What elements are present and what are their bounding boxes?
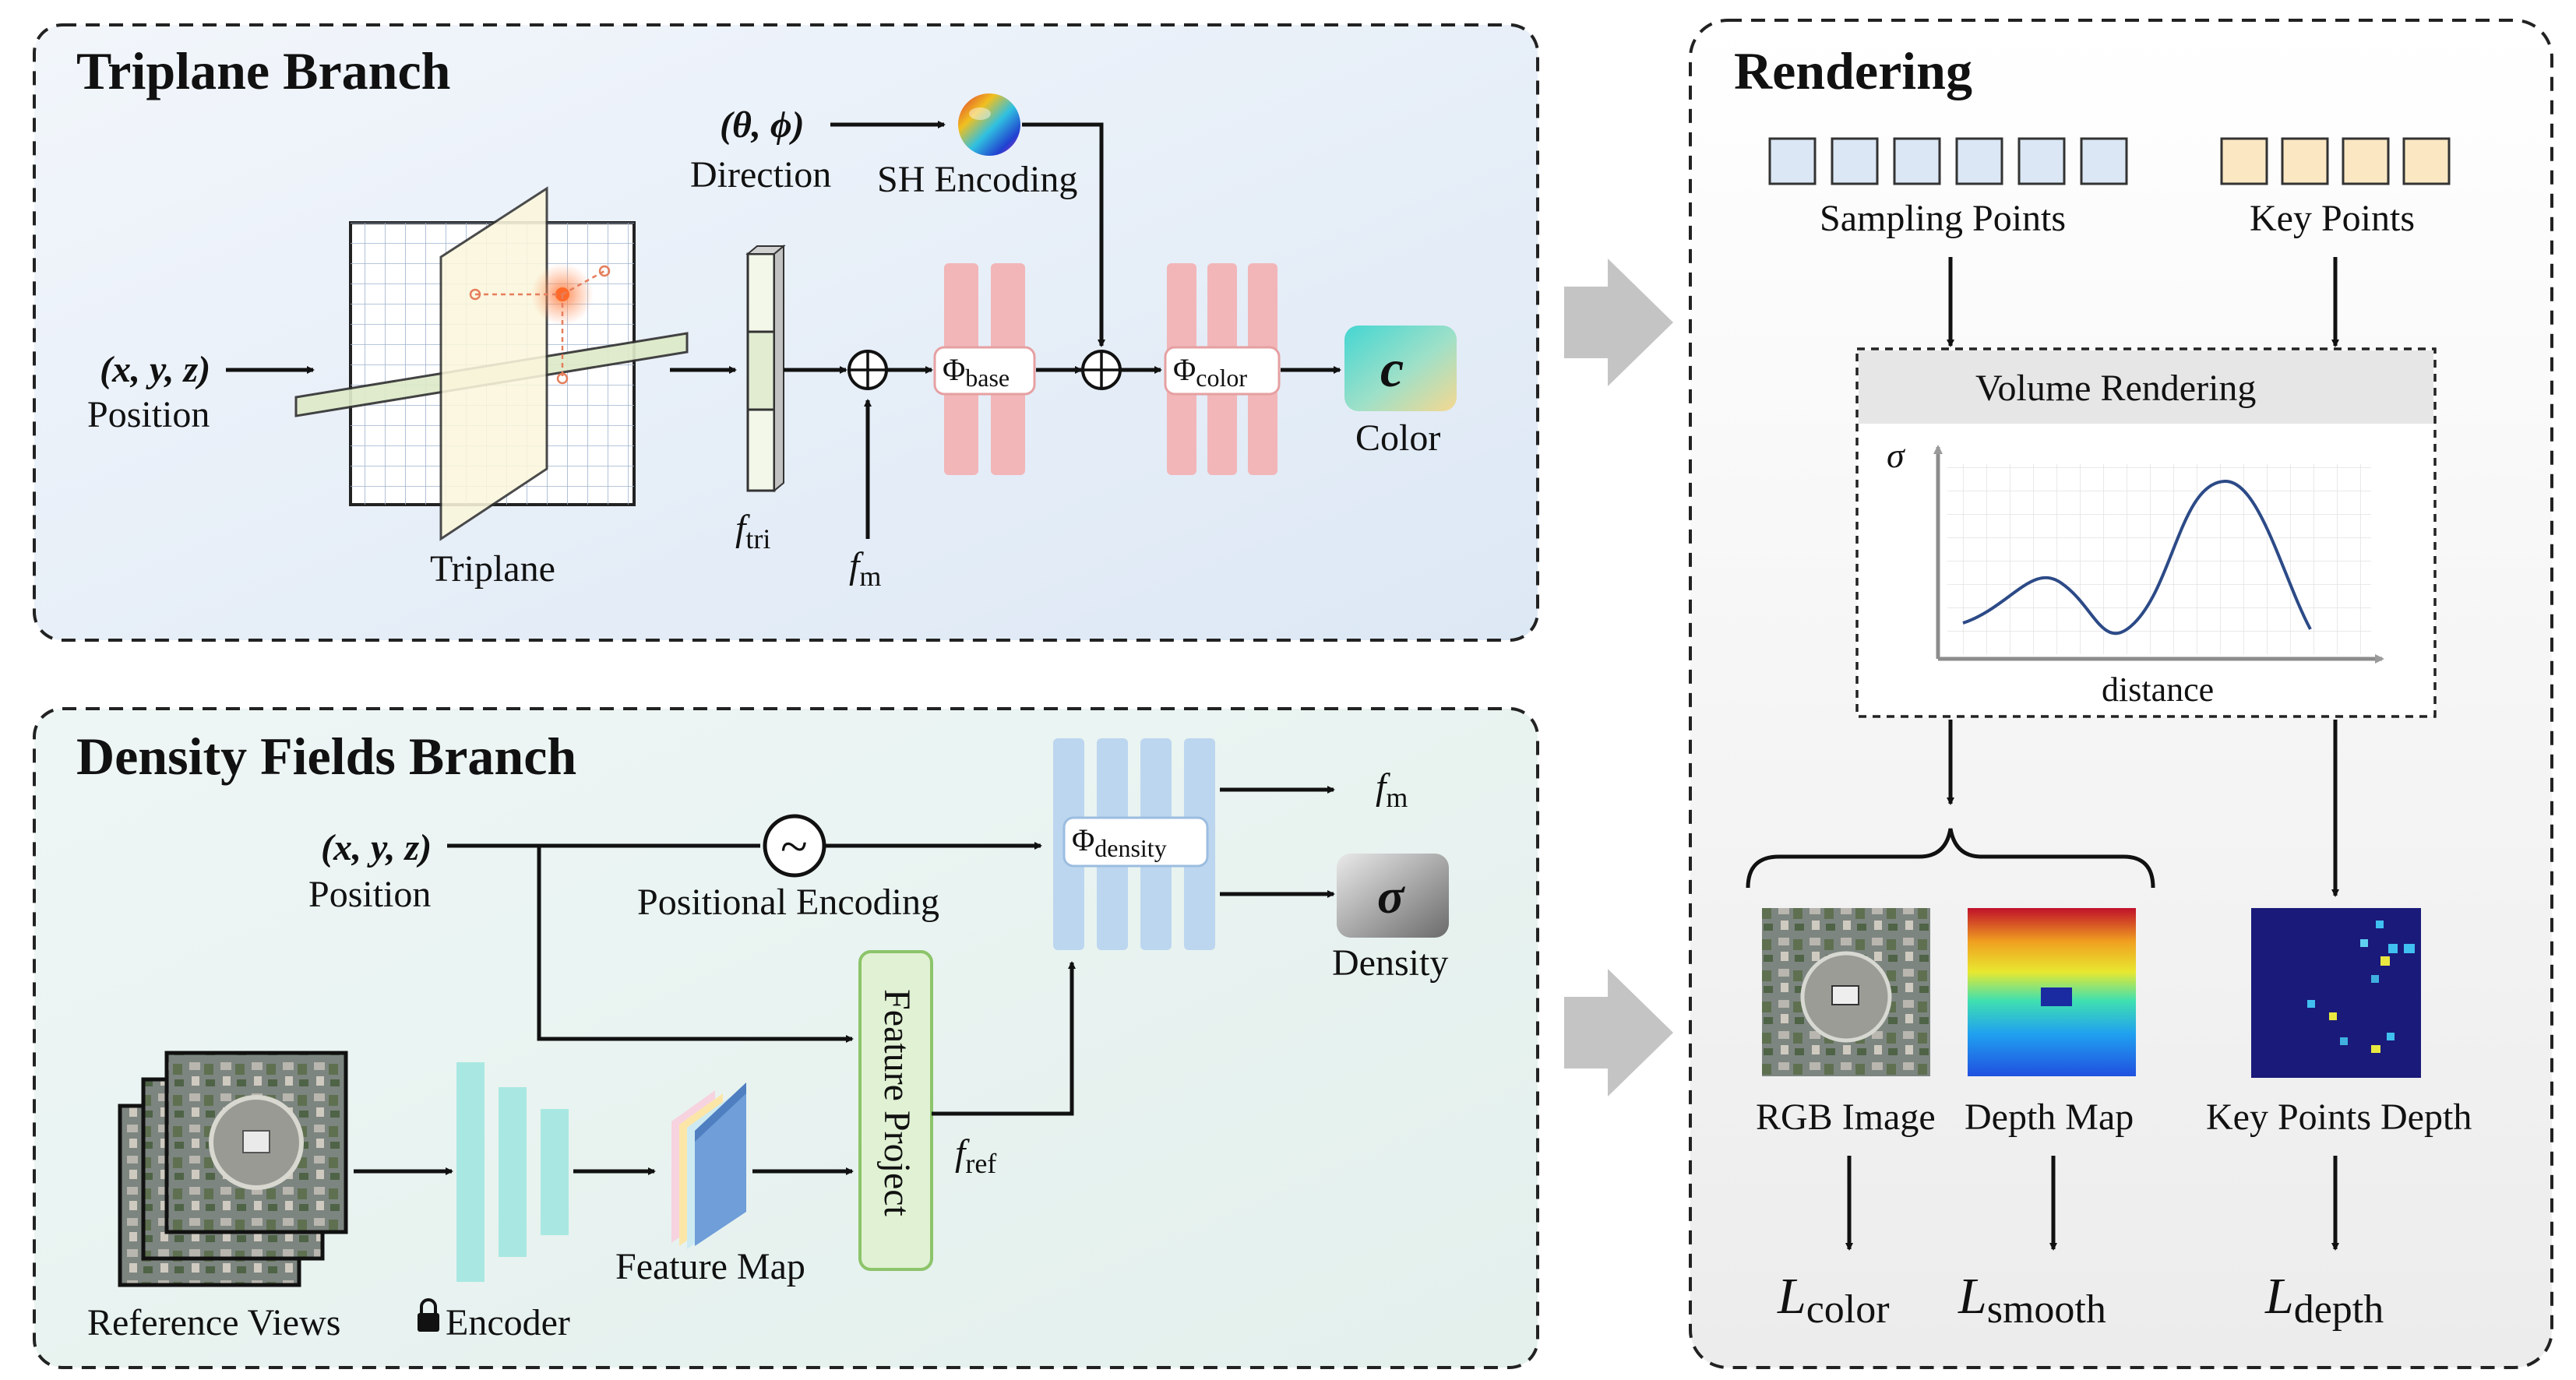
loss-color: Lcolor xyxy=(1777,1268,1890,1332)
density-position-coords: (x, y, z) xyxy=(321,827,432,868)
direction-coords: (θ, ϕ) xyxy=(720,104,805,146)
arrow-project-to-phidensity xyxy=(932,961,1076,1116)
sampling-points xyxy=(1768,137,2128,185)
triplane-graphic xyxy=(294,186,689,541)
reference-views-label: Reference Views xyxy=(87,1302,340,1343)
key-points-depth-image xyxy=(2251,908,2421,1078)
rendering-panel: Rendering Sampling Points Key Points Vol… xyxy=(1689,19,2553,1369)
rendering-title: Rendering xyxy=(1734,41,1972,100)
arrow-position-to-feature-project xyxy=(537,846,854,1043)
positional-encoding-label: Positional Encoding xyxy=(637,882,939,923)
feature-map-stack xyxy=(671,1083,746,1249)
gray-arrow-top xyxy=(1564,259,1673,386)
density-curve xyxy=(1962,479,2312,635)
phi-density-mlp: Φdensity xyxy=(1053,738,1215,950)
rgb-image-label: RGB Image xyxy=(1756,1097,1936,1138)
color-label: Color xyxy=(1355,417,1440,459)
volume-rendering-label: Volume Rendering xyxy=(1975,368,2256,409)
triplane-label: Triplane xyxy=(430,548,555,590)
loss-depth: Ldepth xyxy=(2264,1268,2384,1332)
sh-encoding-label: SH Encoding xyxy=(877,159,1077,200)
phi-density-label: Φdensity xyxy=(1072,822,1167,862)
density-branch-title: Density Fields Branch xyxy=(76,727,576,786)
positional-encoding-symbol: ~ xyxy=(781,818,808,874)
lock-icon xyxy=(418,1298,439,1332)
ftri-feature-vector xyxy=(745,244,786,493)
direction-label: Direction xyxy=(690,154,831,195)
sigma-output-box xyxy=(1337,854,1449,938)
triplane-position-coords: (x, y, z) xyxy=(100,349,210,390)
rgb-image xyxy=(1762,908,1930,1076)
gray-arrow-bottom xyxy=(1564,969,1673,1097)
triplane-branch-panel: Triplane Branch (x, y, z) Position Tripl… xyxy=(33,23,1539,642)
sigma-axis-label: σ xyxy=(1887,435,1906,475)
feature-project-box xyxy=(858,950,933,1271)
feature-map-label: Feature Map xyxy=(615,1246,805,1287)
volume-rendering-header xyxy=(1859,350,2433,424)
color-symbol: c xyxy=(1380,339,1404,398)
encoder-block xyxy=(456,1062,569,1282)
sum-node-2 xyxy=(1081,350,1122,390)
arrow-sh-to-sum2 xyxy=(1022,122,1105,347)
phi-color-label: Φcolor xyxy=(1173,352,1247,392)
brace xyxy=(1746,828,2155,889)
loss-smooth: Lsmooth xyxy=(1958,1268,2106,1332)
encoder-label: Encoder xyxy=(446,1302,570,1343)
phi-base-mlp: Φbase xyxy=(933,263,1036,475)
distance-axis-label: distance xyxy=(2102,671,2214,709)
sigma-symbol: σ xyxy=(1377,868,1405,924)
reference-views-stack xyxy=(118,1051,348,1287)
density-label: Density xyxy=(1332,942,1448,984)
depth-map-image xyxy=(1968,908,2136,1076)
phi-color-mlp: Φcolor xyxy=(1164,263,1281,475)
sampling-points-label: Sampling Points xyxy=(1820,198,2066,239)
color-output-box xyxy=(1344,326,1457,411)
key-points xyxy=(2220,137,2451,185)
sh-encoding-sphere xyxy=(958,93,1020,156)
phi-base-label: Φbase xyxy=(943,352,1010,392)
depth-map-label: Depth Map xyxy=(1965,1097,2134,1138)
feature-project-label: Feature Project xyxy=(876,989,918,1217)
triplane-position-label: Position xyxy=(87,394,210,435)
key-points-label: Key Points xyxy=(2250,198,2415,239)
key-points-depth-label: Key Points Depth xyxy=(2206,1097,2472,1138)
density-position-label: Position xyxy=(308,874,431,915)
volume-rendering-chart xyxy=(1933,445,2384,664)
triplane-branch-title: Triplane Branch xyxy=(76,41,450,100)
sum-node-1 xyxy=(848,350,888,390)
density-branch-panel: Density Fields Branch (x, y, z) Position… xyxy=(33,707,1539,1369)
